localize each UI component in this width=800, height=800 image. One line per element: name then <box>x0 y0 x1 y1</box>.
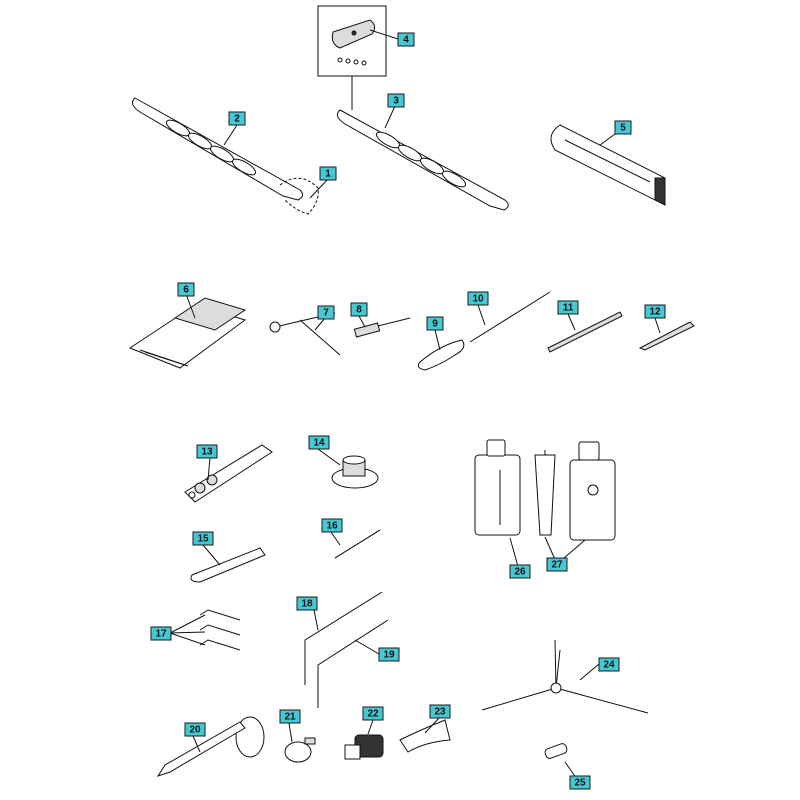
part-tripod-24 <box>481 639 649 714</box>
part-hooks-17 <box>199 609 241 651</box>
callout-26: 26 <box>509 564 531 579</box>
svg-text:2: 2 <box>234 114 240 125</box>
svg-text:1: 1 <box>325 169 331 180</box>
part-curved-tool-23 <box>399 719 451 753</box>
callout-5: 5 <box>614 120 632 135</box>
callout-13: 13 <box>196 444 218 459</box>
part-tool-pouch-6 <box>128 297 247 369</box>
callout-6: 6 <box>177 282 195 297</box>
part-round-file-10 <box>469 291 551 343</box>
svg-text:26: 26 <box>514 567 526 578</box>
callout-4: 4 <box>397 32 415 47</box>
callout-20: 20 <box>184 722 206 737</box>
svg-text:6: 6 <box>183 285 189 296</box>
svg-text:5: 5 <box>620 123 626 134</box>
part-clutch-tool-14 <box>331 455 379 489</box>
svg-text:21: 21 <box>284 712 296 723</box>
svg-text:13: 13 <box>201 447 213 458</box>
part-guide-bar-3 <box>336 109 509 211</box>
svg-text:15: 15 <box>197 534 209 545</box>
svg-text:7: 7 <box>323 308 329 319</box>
callout-3: 3 <box>387 93 405 108</box>
part-funnel-bottle-27 <box>534 441 616 541</box>
callout-21: 21 <box>279 709 301 724</box>
part-hex-key-18 <box>304 591 383 685</box>
svg-text:16: 16 <box>326 521 338 532</box>
svg-text:19: 19 <box>383 650 395 661</box>
part-saw-chain-1 <box>279 177 319 215</box>
leader-lines <box>169 29 661 783</box>
part-sleeve-25 <box>544 743 568 759</box>
part-depth-gauge-12 <box>638 321 695 351</box>
callout-17: 17 <box>150 626 172 641</box>
callout-16: 16 <box>321 518 343 533</box>
svg-text:3: 3 <box>393 96 399 107</box>
svg-text:24: 24 <box>603 660 615 671</box>
part-screwdriver-8 <box>353 317 411 338</box>
callout-19: 19 <box>378 647 400 662</box>
part-wrench-13 <box>184 444 273 503</box>
svg-text:27: 27 <box>551 560 563 571</box>
svg-text:12: 12 <box>649 307 661 318</box>
callout-10: 10 <box>467 291 489 306</box>
part-bottle-26 <box>474 439 521 536</box>
part-piston-stop-20 <box>156 716 265 777</box>
callout-23: 23 <box>429 704 451 719</box>
callout-24: 24 <box>598 657 620 672</box>
callout-2: 2 <box>228 111 246 126</box>
part-plug-21 <box>284 737 316 763</box>
svg-text:18: 18 <box>301 599 313 610</box>
svg-text:4: 4 <box>403 35 409 46</box>
callout-12: 12 <box>644 304 666 319</box>
callout-18: 18 <box>296 596 318 611</box>
svg-text:25: 25 <box>574 778 586 789</box>
part-hex-key-19 <box>317 619 389 708</box>
part-file-handle-9 <box>417 339 465 371</box>
svg-text:10: 10 <box>472 294 484 305</box>
callout-22: 22 <box>362 706 384 721</box>
callout-1: 1 <box>319 166 337 181</box>
part-nut-driver-22 <box>344 734 384 760</box>
callout-9: 9 <box>426 316 444 331</box>
callout-7: 7 <box>317 305 335 320</box>
svg-text:14: 14 <box>313 438 325 449</box>
svg-text:17: 17 <box>155 629 167 640</box>
svg-text:9: 9 <box>432 319 438 330</box>
svg-text:22: 22 <box>367 709 379 720</box>
part-punch-16 <box>334 529 381 559</box>
callout-15: 15 <box>192 531 214 546</box>
svg-text:20: 20 <box>189 725 201 736</box>
svg-text:11: 11 <box>563 303 574 314</box>
part-bar-nose-kit-4 <box>317 5 387 110</box>
part-strap-15 <box>190 547 266 583</box>
callout-14: 14 <box>308 435 330 450</box>
svg-text:8: 8 <box>356 305 362 316</box>
callout-11: 11 <box>557 300 579 315</box>
callout-25: 25 <box>569 775 591 790</box>
part-flat-file-11 <box>547 311 623 353</box>
callout-8: 8 <box>350 302 368 317</box>
part-guide-bar-2 <box>131 97 304 201</box>
part-bar-cover-5 <box>550 124 666 206</box>
svg-text:23: 23 <box>434 707 446 718</box>
callout-27: 27 <box>546 557 568 572</box>
